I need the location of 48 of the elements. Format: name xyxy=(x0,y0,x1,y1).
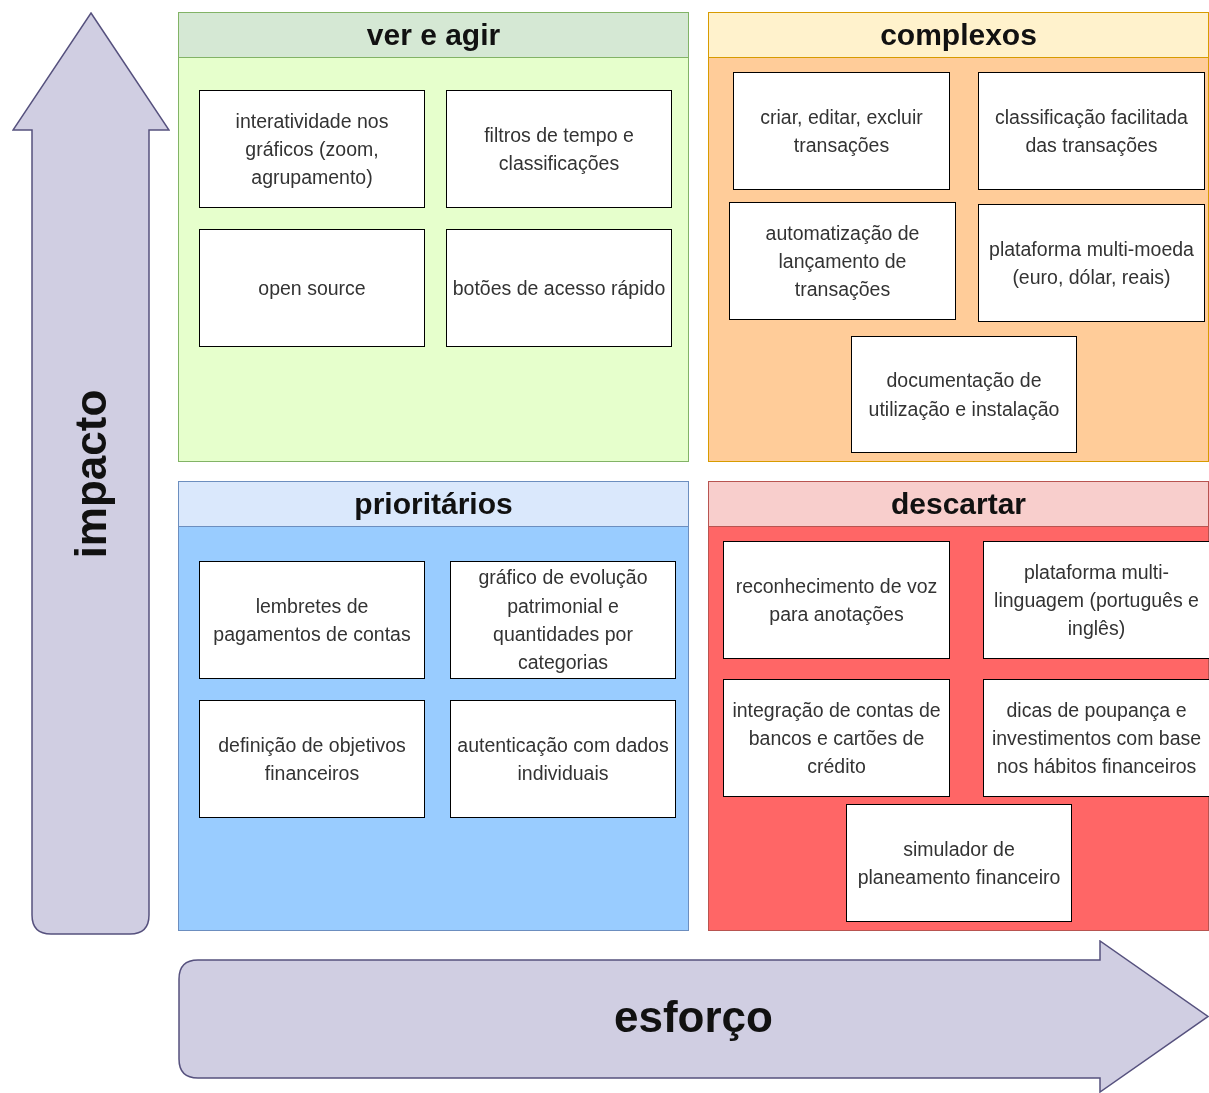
feature-text: botões de acesso rápido xyxy=(452,275,666,301)
feature-text: open source xyxy=(258,275,366,301)
feature-box xyxy=(733,72,950,190)
quadrant-header: ver e agir xyxy=(179,13,688,58)
feature-text: automatização de lançamento de transações xyxy=(764,220,921,303)
feature-box xyxy=(851,336,1077,453)
feature-box xyxy=(199,90,425,208)
feature-text: gráfico de evolução patrimonial e quantidades por categorias xyxy=(477,565,649,676)
feature-text: plataforma multi-linguagem (português e inglês) xyxy=(993,559,1200,642)
feature-text: plataforma multi-moeda (euro, dólar, reais) xyxy=(988,236,1195,290)
feature-text: integração de contas de bancos e cartões de crédito xyxy=(731,697,942,780)
quadrant-panel xyxy=(178,481,689,931)
feature-box xyxy=(446,90,672,208)
feature-box xyxy=(983,541,1209,659)
feature-box xyxy=(983,679,1209,797)
feature-box xyxy=(978,72,1205,190)
feature-box xyxy=(450,700,676,818)
feature-text: autenticação com dados individuais xyxy=(456,732,670,786)
quadrant-panel xyxy=(708,481,1209,931)
quadrant-header: prioritários xyxy=(179,482,688,527)
feature-box xyxy=(446,229,672,347)
feature-text: interatividade nos gráficos (zoom, agrupamento) xyxy=(234,108,390,191)
quadrant-panel xyxy=(708,12,1209,462)
feature-text: documentação de utilização e instalação xyxy=(867,368,1061,422)
feature-box xyxy=(978,204,1205,322)
feature-box xyxy=(723,679,950,797)
quadrant-panel xyxy=(178,12,689,462)
feature-text: reconhecimento de voz para anotações xyxy=(734,573,939,627)
feature-box xyxy=(199,700,425,818)
feature-text: dicas de poupança e investimentos com base nos hábitos financeiros xyxy=(990,697,1203,780)
feature-box xyxy=(729,202,956,320)
feature-box xyxy=(846,804,1072,922)
feature-box xyxy=(450,561,676,679)
feature-box xyxy=(199,229,425,347)
up-arrow-shape xyxy=(12,12,170,935)
feature-text: criar, editar, excluir transações xyxy=(759,104,924,158)
feature-text: lembretes de pagamentos de contas xyxy=(212,593,412,647)
quadrant-header: complexos xyxy=(709,13,1208,58)
right-arrow-shape xyxy=(178,940,1209,1093)
axis-label: impacto xyxy=(66,389,116,558)
feature-text: filtros de tempo e classificações xyxy=(483,122,635,176)
feature-text: simulador de planeamento financeiro xyxy=(856,836,1062,890)
feature-box xyxy=(723,541,950,659)
quadrant-header: descartar xyxy=(709,482,1208,527)
axis-label: esforço xyxy=(614,991,773,1042)
feature-text: classificação facilitada das transações xyxy=(994,104,1189,158)
feature-text: definição de objetivos financeiros xyxy=(217,732,407,786)
feature-box xyxy=(199,561,425,679)
